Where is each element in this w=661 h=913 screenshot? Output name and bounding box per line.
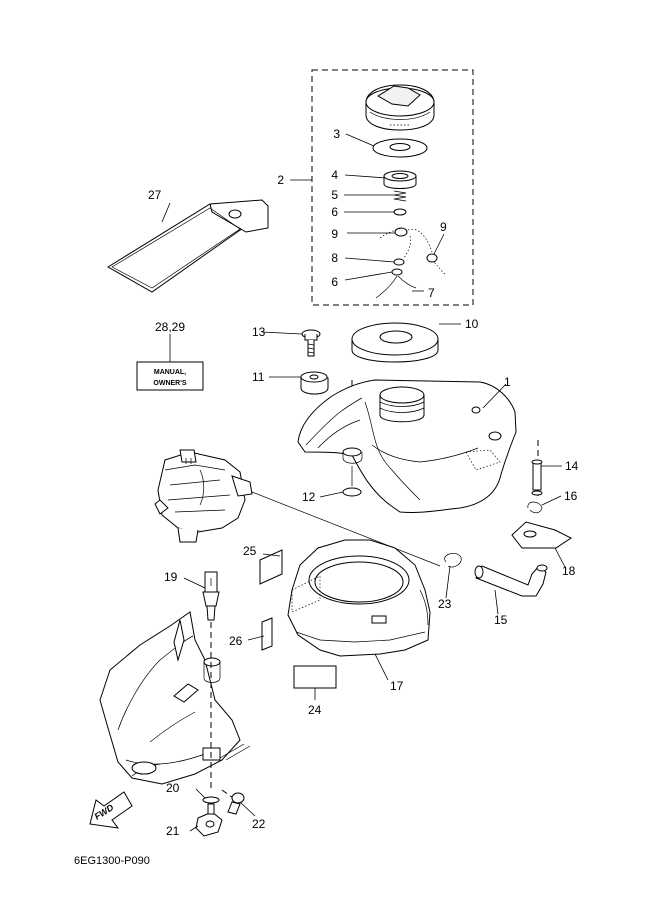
- screw-13: [301, 329, 321, 357]
- callout-23: 23: [438, 597, 452, 611]
- o-ring-20: [202, 796, 220, 804]
- joint-21: [195, 803, 223, 837]
- clamp-23: [444, 553, 462, 568]
- callout-25: 25: [243, 544, 257, 558]
- callout-18: 18: [562, 564, 576, 578]
- callout-17: 17: [390, 679, 404, 693]
- bolt-14: [531, 459, 543, 496]
- callout-6a: 6: [331, 205, 338, 219]
- callout-11: 11: [252, 370, 265, 384]
- bracket-18: [511, 521, 572, 549]
- label-24: [293, 665, 337, 689]
- sticker-line2: OWNER'S: [153, 380, 186, 387]
- cap-chain: [375, 227, 447, 299]
- lower-cover: [287, 539, 431, 657]
- callout-2: 2: [277, 173, 284, 187]
- callout-9a: 9: [331, 227, 338, 241]
- label-26: [261, 617, 273, 651]
- hose-15: [474, 564, 548, 597]
- screw-22: [227, 792, 245, 815]
- callout-16: 16: [564, 489, 578, 503]
- bottom-cowling: [99, 611, 251, 785]
- callout-13: 13: [252, 325, 266, 339]
- callout-28-29: 28,29: [155, 320, 185, 334]
- fuel-tank: [297, 379, 517, 513]
- fuel-cock-19: [202, 571, 220, 621]
- callout-10: 10: [465, 317, 479, 331]
- clip-16: [527, 501, 543, 514]
- callout-26: 26: [229, 634, 243, 648]
- callout-20: 20: [166, 781, 180, 795]
- sticker-line1: MANUAL,: [154, 369, 186, 376]
- diagram-code: 6EG1300-P090: [74, 855, 150, 867]
- callout-8: 8: [331, 251, 338, 265]
- grommet-11: [300, 371, 329, 395]
- pad-10: [351, 322, 439, 363]
- label-25: [259, 549, 283, 585]
- callout-1: 1: [504, 375, 511, 389]
- manual-pouch: [107, 199, 269, 293]
- fuel-line-wire: [251, 491, 441, 567]
- callout-21: 21: [166, 824, 180, 838]
- spring: [393, 190, 407, 202]
- callout-14: 14: [565, 459, 579, 473]
- callout-3: 3: [333, 127, 340, 141]
- callout-labels: 3 2 4 5 6 9 8 6 7 9 10 13 11 1 12 14 16 …: [148, 127, 579, 838]
- callout-9b: 9: [440, 220, 447, 234]
- leader-lines: [161, 133, 567, 832]
- callout-5: 5: [331, 188, 338, 202]
- callout-12: 12: [302, 490, 316, 504]
- valve-body: [383, 170, 417, 189]
- callout-15: 15: [494, 613, 508, 627]
- callout-19: 19: [164, 570, 178, 584]
- callout-27: 27: [148, 188, 162, 202]
- gasket-ring: [372, 138, 428, 158]
- callout-7: 7: [428, 286, 435, 300]
- callout-22: 22: [252, 817, 266, 831]
- fuel-cap: [365, 84, 435, 131]
- callout-4: 4: [331, 168, 338, 182]
- fwd-arrow-icon: [89, 791, 133, 829]
- callout-6b: 6: [331, 275, 338, 289]
- cap-assembly-box: [311, 69, 474, 306]
- pin-12: [342, 466, 362, 497]
- callout-24: 24: [308, 703, 322, 717]
- washer: [393, 208, 407, 216]
- carburetor: [154, 449, 253, 543]
- owners-manual-sticker: [136, 361, 204, 391]
